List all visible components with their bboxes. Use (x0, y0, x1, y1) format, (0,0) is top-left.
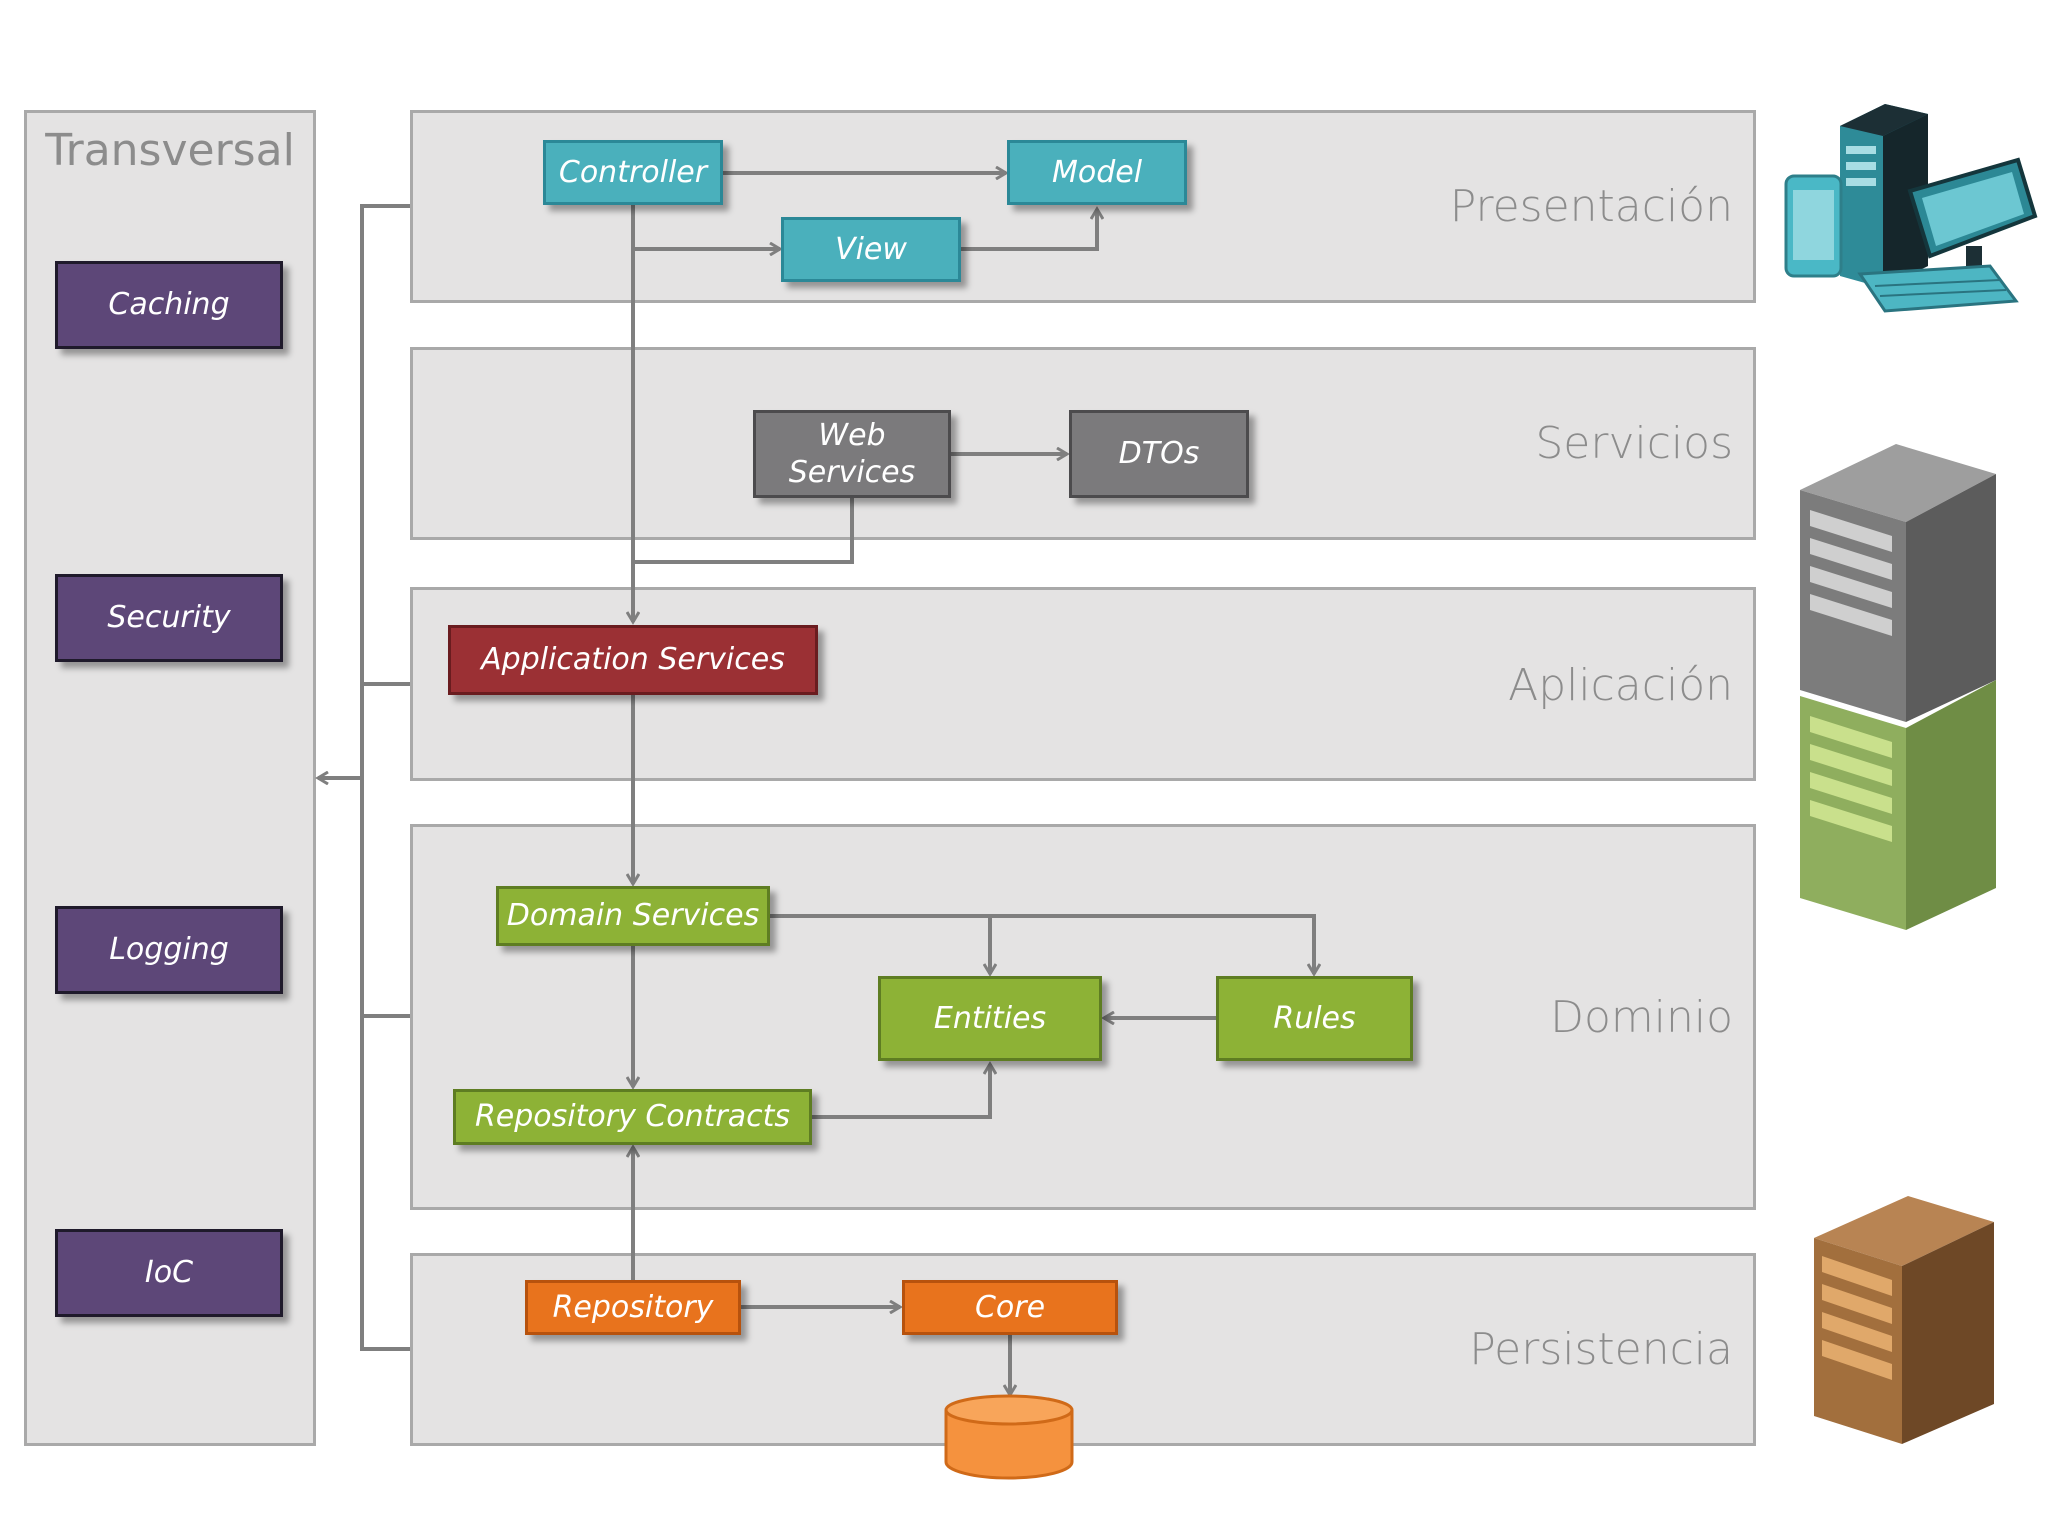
transversal-title: Transversal (45, 125, 295, 176)
model-box[interactable]: Model (1007, 140, 1187, 205)
caching-box[interactable]: Caching (55, 261, 283, 349)
domain-services-box[interactable]: Domain Services (496, 886, 770, 946)
ioc-box[interactable]: IoC (55, 1229, 283, 1317)
presentacion-title: Presentación (1449, 181, 1733, 232)
database-icon (944, 1394, 1074, 1480)
core-box[interactable]: Core (902, 1280, 1118, 1335)
repository-contracts-box[interactable]: Repository Contracts (453, 1089, 812, 1145)
dtos-box[interactable]: DTOs (1069, 410, 1249, 498)
web-services-label-line2: Services (788, 455, 916, 490)
persistencia-title: Persistencia (1469, 1324, 1733, 1375)
repository-box[interactable]: Repository (525, 1280, 741, 1335)
view-box[interactable]: View (781, 217, 961, 282)
server-green-icon (1800, 680, 1996, 930)
application-services-box[interactable]: Application Services (448, 625, 818, 695)
controller-box[interactable]: Controller (543, 140, 723, 205)
server-gray-icon (1800, 444, 1996, 722)
rules-box[interactable]: Rules (1216, 976, 1413, 1061)
web-services-box[interactable]: Web Services (753, 410, 951, 498)
entities-box[interactable]: Entities (878, 976, 1102, 1061)
computer-devices-icon (1784, 104, 2038, 313)
servicios-title: Servicios (1535, 418, 1733, 469)
server-brown-icon (1814, 1196, 1994, 1444)
logging-box[interactable]: Logging (55, 906, 283, 994)
dominio-title: Dominio (1550, 992, 1733, 1043)
security-box[interactable]: Security (55, 574, 283, 662)
aplicacion-title: Aplicación (1508, 660, 1733, 711)
web-services-label-line1: Web (818, 417, 886, 453)
